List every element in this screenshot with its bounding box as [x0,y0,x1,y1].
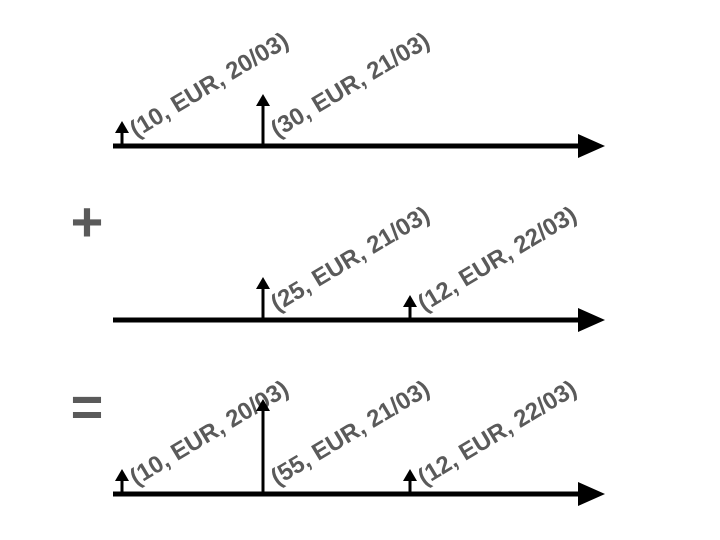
cashflow-label: (30, EUR, 21/03) [266,27,434,143]
cashflow-arrowhead [256,277,270,289]
time-axis-arrowhead [578,482,605,506]
timeline-first: (10, EUR, 20/03)(30, EUR, 21/03) [113,27,605,158]
cashflow-arrowhead [403,469,417,481]
cashflow-label: (12, EUR, 22/03) [413,201,581,317]
cashflow-label: (12, EUR, 22/03) [413,375,581,491]
cashflow-arrowhead [403,295,417,307]
timelines: (10, EUR, 20/03)(30, EUR, 21/03)(25, EUR… [113,27,605,506]
cashflow-arrowhead [256,399,270,411]
cashflow-20-03: (10, EUR, 20/03) [115,375,293,494]
cashflow-20-03: (10, EUR, 20/03) [115,27,293,146]
cashflow-arrowhead [115,121,129,133]
cashflow-label: (10, EUR, 20/03) [125,27,293,143]
cashflow-arrowhead [115,469,129,481]
time-axis-arrowhead [578,134,605,158]
cashflow-arrowhead [256,94,270,106]
time-axis-arrowhead [578,308,605,332]
cashflow-label: (10, EUR, 20/03) [125,375,293,491]
timeline-second: (25, EUR, 21/03)(12, EUR, 22/03) [113,201,605,332]
equals-operator: = [71,375,104,438]
plus-operator: + [71,190,104,253]
timeline-result: (10, EUR, 20/03)(55, EUR, 21/03)(12, EUR… [113,375,605,506]
